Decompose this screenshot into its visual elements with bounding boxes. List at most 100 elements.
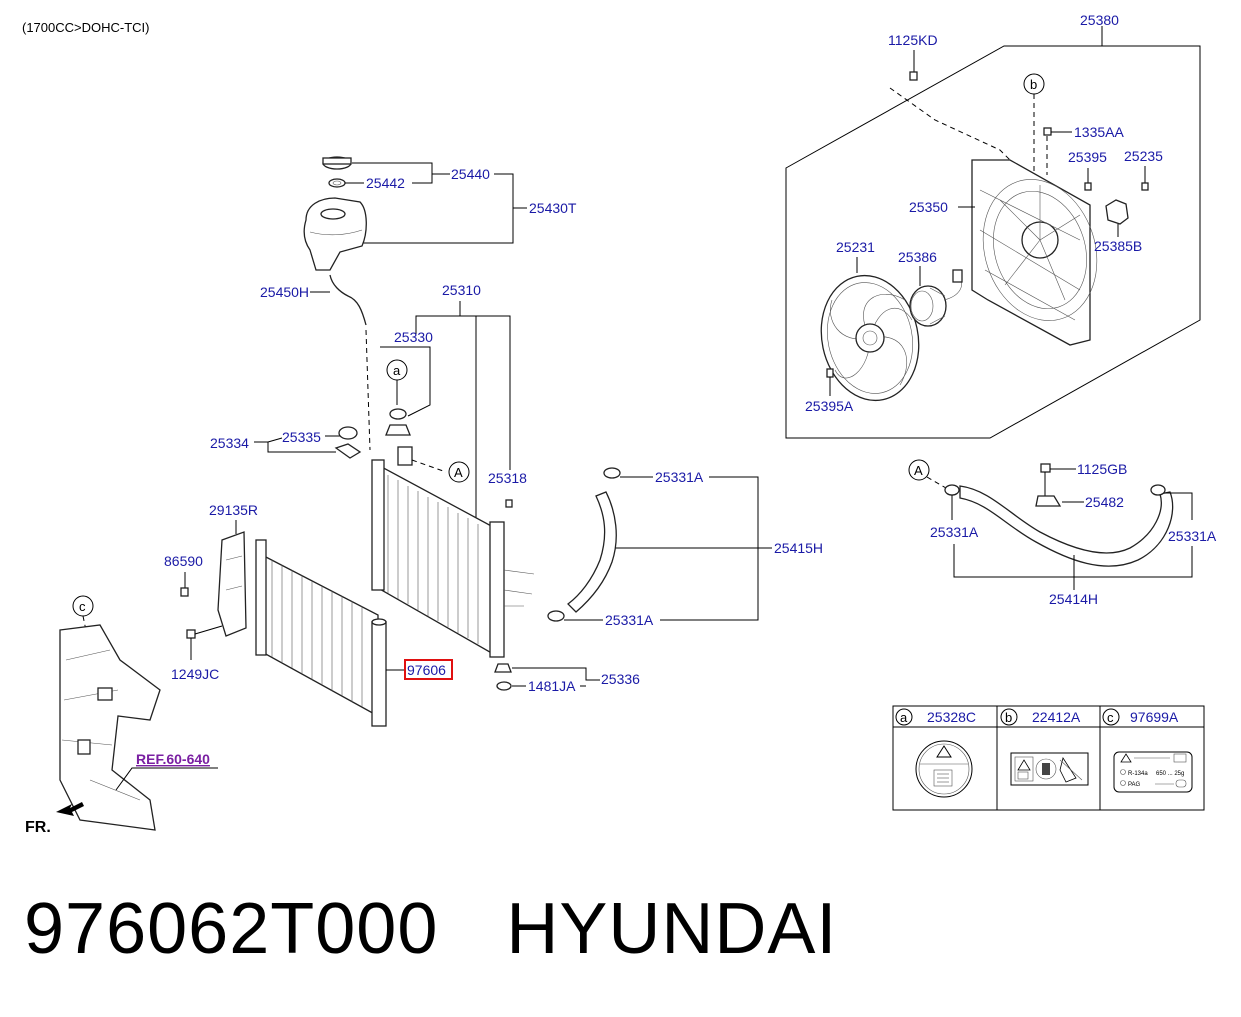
label-25334[interactable]: 25334 (210, 435, 249, 451)
bolt-1249JC (186, 629, 196, 639)
label-97606[interactable]: 97606 (407, 662, 446, 678)
drain-plug-25335 (338, 426, 358, 440)
callout-A-hose (908, 459, 930, 481)
label-25350[interactable]: 25350 (909, 199, 948, 215)
cap-seal-25442 (328, 178, 346, 188)
svg-text:b: b (1030, 77, 1037, 92)
label-25336[interactable]: 25336 (601, 671, 640, 687)
highlight-97606 (404, 659, 453, 680)
lower-hose-group: A 1125GB 25482 25331A 25331A 25414H (908, 459, 1217, 607)
reservoir-tank-25430T (303, 197, 367, 271)
hose-25415H (567, 491, 617, 613)
label-25331A-4[interactable]: 25331A (1168, 528, 1217, 544)
legend-key-c: c (1107, 710, 1114, 725)
clamp-25331A-lower (547, 610, 565, 622)
legend-part-25328C[interactable]: 25328C (927, 709, 976, 725)
condenser-group: 29135R 86590 1249JC 97606 (164, 502, 453, 727)
label-25335[interactable]: 25335 (282, 429, 321, 445)
warning-label-22412A (1010, 752, 1089, 786)
label-25330[interactable]: 25330 (394, 329, 433, 345)
caution-label-25328C (915, 740, 973, 798)
svg-text:a: a (393, 363, 401, 378)
front-end-module (59, 624, 161, 831)
fan-blade-25231 (820, 274, 920, 402)
radiator-core-25310 (377, 463, 496, 657)
label-25231[interactable]: 25231 (836, 239, 875, 255)
front-direction-label: FR. (25, 819, 51, 836)
resistor-25385B (1105, 199, 1129, 225)
drain-cock-25336 (494, 663, 512, 673)
label-1125GB[interactable]: 1125GB (1077, 461, 1127, 477)
radiator-cap-25330 (385, 424, 411, 436)
oring-1481JA (496, 681, 512, 691)
fan-assembly-frame (785, 45, 1201, 439)
fan-motor-25386 (909, 269, 963, 327)
bolt-1125GB (1040, 463, 1051, 473)
refrigerant-label-97699A: R-134a 650 ... 25g PAG (1113, 751, 1193, 793)
label-25331A-3[interactable]: 25331A (930, 524, 979, 540)
svg-text:A: A (454, 465, 463, 480)
brand-name: HYUNDAI (506, 889, 838, 969)
label-1481JA[interactable]: 1481JA (528, 678, 576, 694)
label-1125KD[interactable]: 1125KD (888, 32, 938, 48)
label-25395[interactable]: 25395 (1068, 149, 1107, 165)
legend-key-b: b (1005, 710, 1012, 725)
svg-text:c: c (79, 599, 86, 614)
label-25318[interactable]: 25318 (488, 470, 527, 486)
legend-part-97699A[interactable]: 97699A (1130, 709, 1179, 725)
parts-diagram: (1700CC>DOHC-TCI) 25380 1125KD 25350 (22, 12, 1217, 836)
fan-assembly-group: 25380 1125KD 25350 b (785, 12, 1201, 439)
label-25442[interactable]: 25442 (366, 175, 405, 191)
label-1249JC[interactable]: 1249JC (171, 666, 219, 682)
label-25414H[interactable]: 25414H (1049, 591, 1098, 607)
label-25235[interactable]: 25235 (1124, 148, 1163, 164)
screw-25395 (1084, 182, 1092, 191)
hose-25414H (959, 485, 1174, 567)
label-25386[interactable]: 25386 (898, 249, 937, 265)
radiator-fins (387, 475, 479, 644)
label-25430T[interactable]: 25430T (529, 200, 577, 216)
upper-hose-group: 25331A 25415H 25331A (547, 467, 823, 628)
front-arrow-icon (56, 802, 84, 816)
bolt-1125KD (909, 71, 918, 81)
label-25331A-2[interactable]: 25331A (605, 612, 654, 628)
air-guard-29135R (217, 531, 247, 637)
radiator-right-tank (489, 521, 505, 658)
reservoir-group: 25442 25440 25430T 25450H (260, 156, 577, 451)
label-25385B[interactable]: 25385B (1094, 238, 1142, 254)
label-25415H[interactable]: 25415H (774, 540, 823, 556)
fan-shroud (971, 159, 1098, 346)
screw-25395A (826, 368, 834, 378)
legend-table: a 25328C b 22412A c 97699A (892, 705, 1205, 811)
overflow-hose-25450H (329, 274, 367, 326)
clamp-25331A-hose-left (944, 484, 960, 496)
svg-text:650 ... 25g: 650 ... 25g (1156, 771, 1184, 777)
label-25380[interactable]: 25380 (1080, 12, 1119, 28)
bracket-25482 (1035, 495, 1062, 507)
label-86590[interactable]: 86590 (164, 553, 203, 569)
receiver-drier (371, 621, 387, 727)
body-structure-group: c REF.60-640 FR. (25, 595, 218, 836)
label-29135R[interactable]: 29135R (209, 502, 258, 518)
label-25440[interactable]: 25440 (451, 166, 490, 182)
legend-part-22412A[interactable]: 22412A (1032, 709, 1081, 725)
label-25395A[interactable]: 25395A (805, 398, 854, 414)
label-25310[interactable]: 25310 (442, 282, 481, 298)
bolt-1335AA (1043, 127, 1052, 136)
radiator-cap-seal (389, 408, 407, 420)
label-1335AA[interactable]: 1335AA (1074, 124, 1124, 140)
label-25331A-1[interactable]: 25331A (655, 469, 704, 485)
ref-link-60-640[interactable]: REF.60-640 (136, 751, 210, 767)
bracket-25334 (334, 443, 362, 459)
legend-key-a: a (900, 710, 908, 725)
callout-A-radiator (448, 461, 470, 483)
clip-86590 (180, 587, 189, 597)
engine-spec-note: (1700CC>DOHC-TCI) (22, 20, 150, 35)
svg-text:A: A (914, 463, 923, 478)
caption: 976062T000 HYUNDAI (24, 888, 837, 978)
clamp-25331A-hose-right (1150, 484, 1166, 496)
label-25482[interactable]: 25482 (1085, 494, 1124, 510)
label-25450H[interactable]: 25450H (260, 284, 309, 300)
svg-text:PAG: PAG (1128, 782, 1141, 788)
radiator-group: 25310 25330 a 25335 25334 (210, 282, 640, 694)
